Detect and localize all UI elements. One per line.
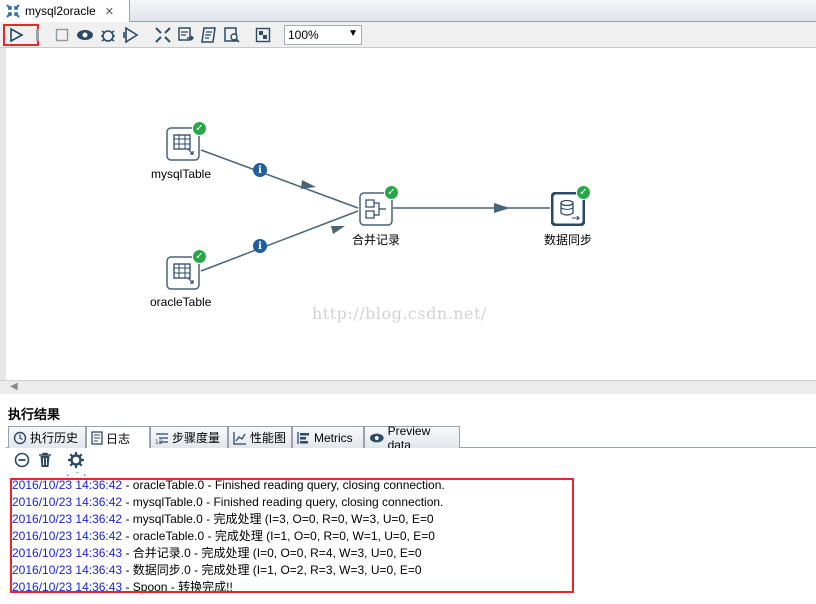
sql-icon (201, 27, 216, 43)
info-icon[interactable]: i (253, 163, 267, 177)
log-line: 2016/10/23 14:36:42 - oracleTable.0 - Fi… (12, 478, 445, 492)
log-line-partial: . ~ . (66, 472, 87, 479)
success-check-icon: ✓ (576, 185, 591, 200)
success-check-icon: ✓ (192, 121, 207, 136)
log-settings-button[interactable] (66, 450, 86, 470)
tab-label: 日志 (106, 431, 131, 446)
step-label: 合并记录 (352, 233, 401, 247)
editor-tab-bar: mysql2oracle ✕ (0, 0, 816, 22)
preview-button[interactable] (75, 25, 95, 45)
hop-arrow (494, 203, 510, 213)
tab-metrics[interactable]: Metrics (292, 426, 364, 448)
show-results-icon (255, 27, 271, 43)
table-input-icon (166, 127, 200, 161)
tab-execution-history[interactable]: 执行历史 (8, 426, 86, 448)
horizontal-scrollbar[interactable]: ◀ (0, 380, 816, 394)
hops-layer (200, 149, 550, 272)
sql-button[interactable] (199, 25, 219, 45)
merge-rows-icon (359, 192, 393, 226)
replay-button[interactable] (121, 25, 141, 45)
step-label: 数据同步 (544, 233, 593, 247)
log-line: 2016/10/23 14:36:43 - Spoon - 转换完成!! (12, 580, 233, 594)
step-label: mysqlTable (151, 167, 212, 181)
explore-db-button[interactable] (222, 25, 242, 45)
step-mysqlTable[interactable] (166, 127, 200, 161)
tab-label: Metrics (314, 430, 353, 445)
info-icon[interactable]: i (253, 239, 267, 253)
tab-mysql2oracle[interactable]: mysql2oracle ✕ (0, 0, 130, 22)
close-icon[interactable]: ✕ (104, 5, 114, 18)
stop-log-button[interactable] (12, 450, 32, 470)
log-icon (91, 431, 103, 445)
tab-label: 步骤度量 (172, 431, 221, 445)
verify-icon (155, 27, 171, 43)
clear-log-button[interactable] (35, 450, 55, 470)
log-line: 2016/10/23 14:36:42 - oracleTable.0 - 完成… (12, 529, 435, 543)
verify-button[interactable] (153, 25, 173, 45)
run-icon (10, 27, 24, 43)
impact-icon (178, 27, 194, 41)
step-label: oracleTable (150, 295, 212, 309)
stop-icon (55, 28, 69, 42)
preview-icon (77, 30, 93, 40)
hop-arrow (301, 180, 316, 189)
tab-step-metrics[interactable]: 12 步骤度量 (150, 426, 228, 448)
preview-icon (369, 433, 384, 442)
clock-icon (13, 431, 27, 444)
transformation-toolbar: 100% ▼ (0, 22, 816, 48)
tab-preview-data[interactable]: Preview data (364, 424, 460, 452)
tab-log[interactable]: 日志 (86, 426, 150, 449)
success-check-icon: ✓ (384, 185, 399, 200)
minus-circle-icon (14, 452, 30, 468)
transformation-canvas[interactable]: ✓ mysqlTable ✓ oracleTable ✓ 合并记录 ✓ (0, 48, 816, 380)
step-oracleTable[interactable] (166, 256, 200, 290)
log-text-area[interactable]: . ~ . 2016/10/23 14:36:42 - oracleTable.… (6, 472, 816, 604)
transformation-icon (6, 4, 20, 18)
hop-mysql-merge (200, 149, 359, 209)
zoom-value: 100% (288, 28, 319, 42)
chart-icon (233, 431, 246, 445)
log-line: 2016/10/23 14:36:43 - 合并记录.0 - 完成处理 (I=0… (12, 546, 422, 560)
show-results-button[interactable] (253, 25, 273, 45)
log-toolbar (6, 448, 816, 472)
trash-icon (39, 452, 51, 467)
hop-arrow (331, 226, 345, 234)
log-highlight-box (10, 478, 574, 593)
log-line: 2016/10/23 14:36:42 - mysqlTable.0 - 完成处… (12, 512, 434, 526)
step-metrics-icon: 12 (155, 432, 168, 445)
tab-label: 执行历史 (30, 431, 79, 445)
svg-text:12: 12 (155, 439, 163, 445)
tab-title: mysql2oracle (25, 4, 96, 18)
tab-label: 性能图 (250, 431, 287, 445)
results-pane-title: 执行结果 (8, 407, 61, 422)
synchronize-icon (550, 191, 586, 227)
tab-performance-graph[interactable]: 性能图 (228, 426, 292, 448)
watermark: http://blog.csdn.net/ (312, 304, 487, 323)
hop-oracle-merge (200, 210, 359, 272)
debug-button[interactable] (98, 25, 118, 45)
pause-icon (36, 29, 39, 41)
debug-icon (101, 30, 115, 42)
run-button[interactable] (6, 25, 26, 45)
pause-button[interactable] (34, 25, 42, 45)
success-check-icon: ✓ (192, 249, 207, 264)
log-line: 2016/10/23 14:36:43 - 数据同步.0 - 完成处理 (I=1… (12, 563, 422, 577)
step-merge-rows[interactable] (359, 192, 393, 226)
step-data-sync[interactable] (550, 191, 586, 227)
log-line: 2016/10/23 14:36:42 - mysqlTable.0 - Fin… (12, 495, 444, 509)
gear-icon (68, 452, 84, 468)
results-tabs: 执行历史 日志 12 步骤度量 性能图 Metrics Preview data (6, 424, 816, 452)
explore-db-icon (224, 27, 240, 43)
chevron-down-icon: ▼ (348, 28, 358, 39)
zoom-select[interactable]: 100% ▼ (284, 25, 362, 45)
vertical-scrollbar[interactable] (0, 48, 6, 380)
metrics-icon (297, 431, 309, 444)
stop-button[interactable] (52, 25, 72, 45)
chevron-left-icon[interactable]: ◀ (10, 381, 18, 392)
table-input-icon (166, 256, 200, 290)
replay-icon (123, 26, 139, 44)
impact-button[interactable] (176, 25, 196, 45)
